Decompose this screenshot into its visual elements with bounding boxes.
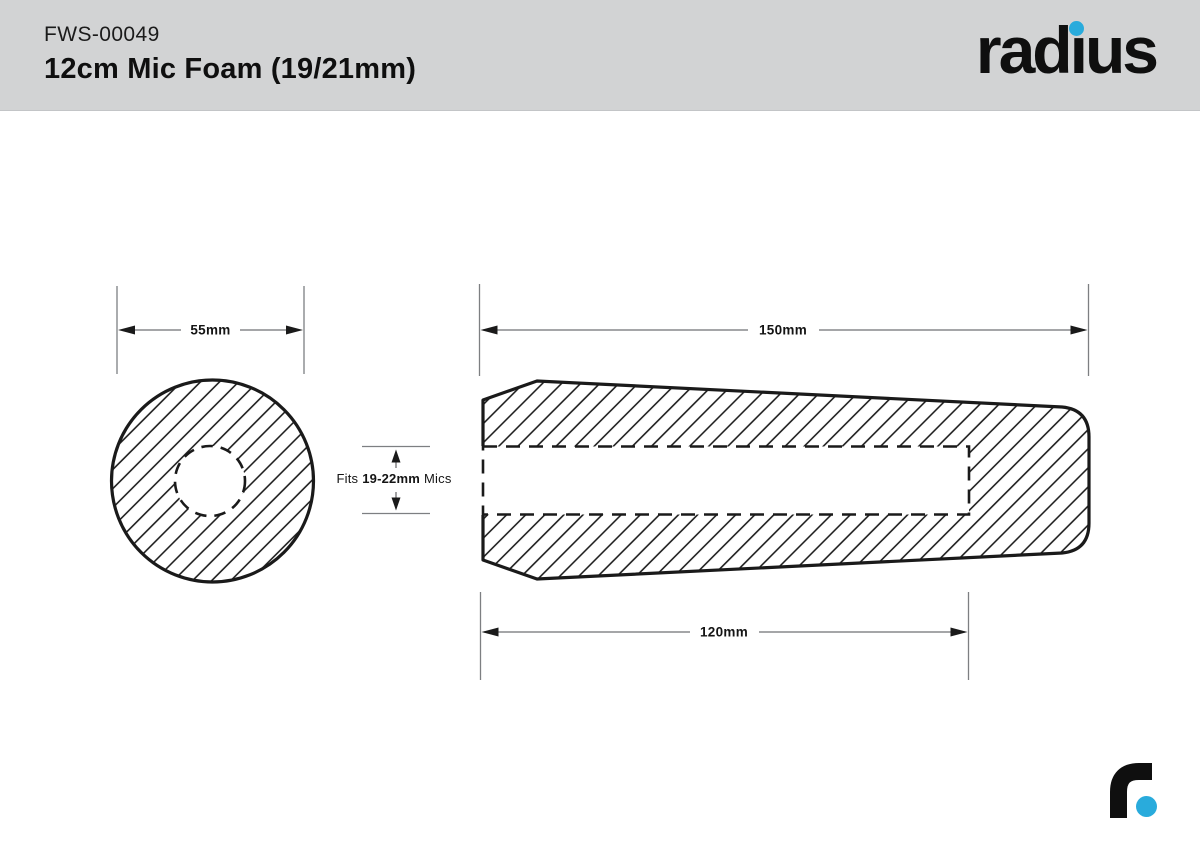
front-view [109, 378, 316, 584]
arrow-left-icon [480, 325, 498, 335]
dimension-label-55mm: 55mm [190, 323, 230, 338]
side-view [481, 379, 1091, 581]
mic-hole-hidden-outline [173, 444, 247, 518]
dimension-front-width: 55mm [116, 286, 305, 374]
logo-i-dot-icon [1069, 21, 1085, 36]
product-title: 12cm Mic Foam (19/21mm) [44, 53, 417, 85]
arrow-right-icon [1070, 325, 1088, 335]
fit-note-prefix: Fits [336, 471, 358, 486]
dimension-side-length: 150mm [478, 284, 1090, 376]
mic-hole-hidden-rect [481, 445, 971, 516]
fit-note-label: Fits 19-22mm Mics [336, 471, 451, 486]
arrow-right-icon [286, 325, 303, 335]
fit-note-range: 19-22mm [362, 471, 420, 486]
dimension-hole-depth: 120mm [479, 592, 970, 680]
arrow-up-icon [391, 449, 401, 463]
fit-note: Fits 19-22mm Mics [336, 445, 452, 515]
arrow-right-icon [950, 627, 968, 637]
arrow-left-icon [481, 627, 499, 637]
arrow-down-icon [391, 497, 401, 511]
foam-profile-outline [481, 379, 1091, 581]
monogram-r-stroke [1110, 763, 1152, 818]
fit-note-suffix: Mics [424, 471, 452, 486]
logo-text-prefix: rad [975, 13, 1073, 87]
technical-drawing: 55mm 150mm Fits 19-22mm Mics [109, 284, 1157, 818]
product-code: FWS-00049 [44, 23, 160, 46]
logo-letter-i: ı [1069, 15, 1088, 85]
arrow-left-icon [118, 325, 135, 335]
logo-text-suffix: us [1084, 13, 1159, 87]
monogram-dot [1136, 796, 1157, 817]
dimension-label-150mm: 150mm [759, 323, 807, 338]
dimension-label-120mm: 120mm [700, 625, 748, 640]
r-dot-monogram-icon [1110, 763, 1157, 818]
